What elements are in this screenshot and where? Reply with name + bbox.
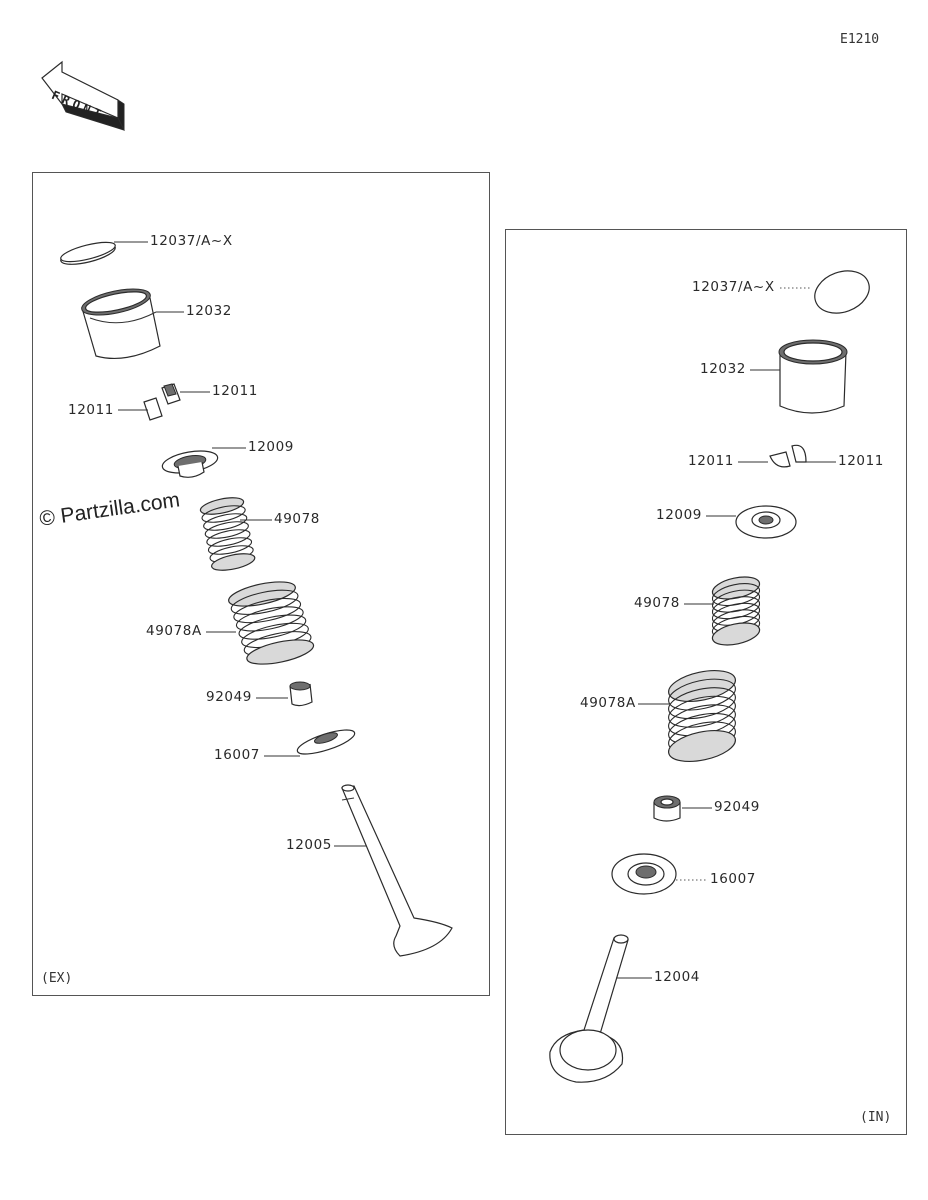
callout-label: 12011 (688, 453, 734, 469)
ex-retainer-part (161, 450, 219, 478)
intake-tag: (IN) (860, 1110, 892, 1125)
diagram-code: E1210 (840, 32, 880, 47)
ex-valve-part (341, 784, 453, 957)
in-valve-part (549, 934, 629, 1083)
callout-label: 12009 (248, 439, 294, 455)
ex-tappet-part (81, 288, 161, 360)
ex-stem-seal-part (289, 681, 313, 707)
callout-label: 12011 (68, 402, 114, 418)
in-retainer-part (735, 505, 797, 539)
callout-label: 49078 (634, 595, 680, 611)
in-cotter-part (769, 444, 807, 468)
callout-label: 92049 (714, 799, 760, 815)
exhaust-tag: (EX) (41, 971, 73, 986)
ex-spring-inner-part (199, 497, 256, 571)
intake-panel: (IN) (505, 229, 907, 1135)
in-spring-outer-part (668, 669, 736, 763)
callout-label: 49078A (580, 695, 636, 711)
callout-label: 16007 (214, 747, 260, 763)
ex-spring-outer-part (228, 581, 315, 665)
in-spring-inner-part (711, 576, 761, 646)
callout-label: 92049 (206, 689, 252, 705)
in-stem-seal-part (653, 795, 681, 822)
callout-label: 12009 (656, 507, 702, 523)
callout-label: 16007 (710, 871, 756, 887)
callout-label: 12032 (186, 303, 232, 319)
callout-label: 12037/A~X (150, 233, 233, 249)
front-arrow-icon (41, 60, 125, 131)
in-tappet-part (778, 339, 848, 414)
exhaust-panel: (EX) (32, 172, 490, 996)
callout-label: 12037/A~X (692, 279, 775, 295)
callout-label: 12004 (654, 969, 700, 985)
in-spring-seat-part (611, 853, 677, 895)
callout-label: 49078A (146, 623, 202, 639)
callout-label: 12011 (838, 453, 884, 469)
callout-label: 49078 (274, 511, 320, 527)
in-shim-part (814, 270, 870, 314)
callout-label: 12011 (212, 383, 258, 399)
callout-label: 12032 (700, 361, 746, 377)
ex-cotter-part (143, 383, 181, 421)
ex-spring-seat-part (296, 729, 356, 755)
ex-shim-part (60, 241, 116, 265)
callout-label: 12005 (286, 837, 332, 853)
